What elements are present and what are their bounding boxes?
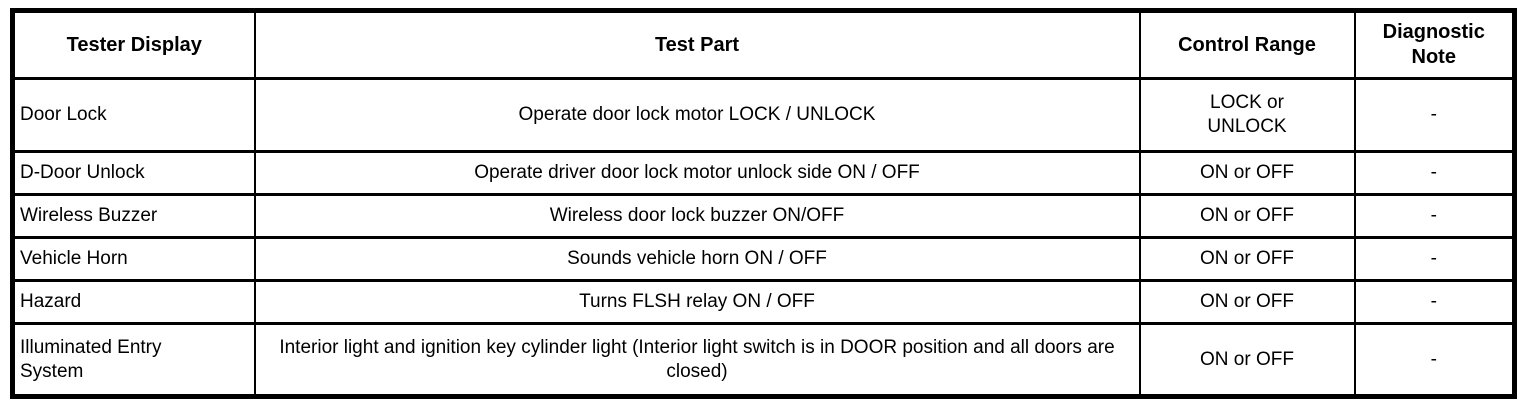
cell-diagnostic-note: - [1353, 322, 1516, 398]
column-header-tester-display: Tester Display [11, 9, 256, 80]
cell-test-part: Operate door lock motor LOCK / UNLOCK [253, 77, 1141, 153]
column-header-diagnostic-note: Diagnostic Note [1353, 9, 1516, 80]
table-row: D-Door Unlock Operate driver door lock m… [11, 150, 1516, 196]
table-header-row: Tester Display Test Part Control Range D… [11, 9, 1516, 80]
cell-diagnostic-note: - [1353, 77, 1516, 153]
cell-test-part: Interior light and ignition key cylinder… [253, 322, 1141, 398]
cell-tester-display: Illuminated Entry System [11, 322, 256, 398]
cell-tester-display: Wireless Buzzer [11, 193, 256, 239]
cell-diagnostic-note: - [1353, 279, 1516, 325]
cell-test-part: Turns FLSH relay ON / OFF [253, 279, 1141, 325]
cell-tester-display: Vehicle Horn [11, 236, 256, 282]
diagnostic-test-table: Tester Display Test Part Control Range D… [10, 8, 1517, 399]
cell-test-part: Operate driver door lock motor unlock si… [253, 150, 1141, 196]
cell-test-part: Wireless door lock buzzer ON/OFF [253, 193, 1141, 239]
cell-tester-display: Hazard [11, 279, 256, 325]
table-row: Illuminated Entry System Interior light … [11, 322, 1516, 398]
table-row: Vehicle Horn Sounds vehicle horn ON / OF… [11, 236, 1516, 282]
cell-control-range: ON or OFF [1138, 236, 1356, 282]
table-row: Wireless Buzzer Wireless door lock buzze… [11, 193, 1516, 239]
cell-tester-display: D-Door Unlock [11, 150, 256, 196]
cell-test-part: Sounds vehicle horn ON / OFF [253, 236, 1141, 282]
table-row: Hazard Turns FLSH relay ON / OFF ON or O… [11, 279, 1516, 325]
cell-control-range: LOCK or UNLOCK [1138, 77, 1356, 153]
cell-diagnostic-note: - [1353, 236, 1516, 282]
column-header-test-part: Test Part [253, 9, 1141, 80]
cell-tester-display: Door Lock [11, 77, 256, 153]
cell-control-range: ON or OFF [1138, 150, 1356, 196]
cell-diagnostic-note: - [1353, 193, 1516, 239]
cell-control-range: ON or OFF [1138, 279, 1356, 325]
column-header-control-range: Control Range [1138, 9, 1356, 80]
cell-control-range: ON or OFF [1138, 193, 1356, 239]
cell-diagnostic-note: - [1353, 150, 1516, 196]
table-row: Door Lock Operate door lock motor LOCK /… [11, 77, 1516, 153]
cell-control-range: ON or OFF [1138, 322, 1356, 398]
